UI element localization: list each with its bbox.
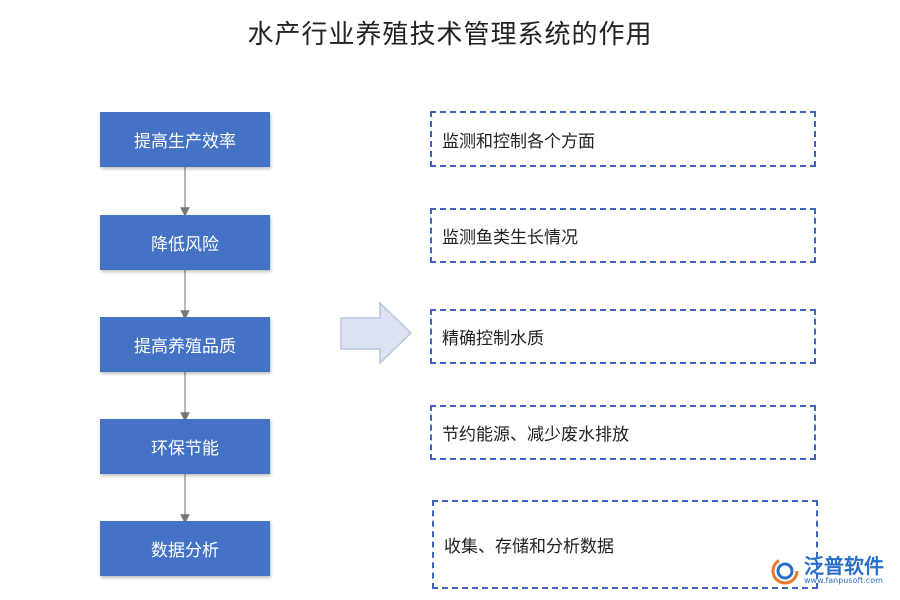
item-collect-data: 收集、存储和分析数据 bbox=[432, 500, 818, 589]
page-title: 水产行业养殖技术管理系统的作用 bbox=[247, 20, 653, 50]
item-energy-wastewater: 节约能源、减少废水排放 bbox=[430, 405, 816, 460]
logo-url: www.fanpusoft.com bbox=[804, 576, 883, 585]
box-data-analysis: 数据分析 bbox=[100, 521, 270, 576]
item-monitor-control: 监测和控制各个方面 bbox=[430, 111, 816, 167]
box-energy-saving: 环保节能 bbox=[100, 419, 270, 474]
logo-mark-icon bbox=[771, 557, 799, 585]
logo-name: 泛普软件 bbox=[804, 554, 884, 578]
box-reduce-risk: 降低风险 bbox=[100, 215, 270, 270]
brand-logo: 泛普软件 www.fanpusoft.com bbox=[770, 551, 884, 591]
box-improve-efficiency: 提高生产效率 bbox=[100, 112, 270, 167]
box-improve-quality: 提高养殖品质 bbox=[100, 317, 270, 372]
big-right-arrow bbox=[340, 301, 413, 365]
item-water-quality: 精确控制水质 bbox=[430, 309, 816, 364]
item-monitor-fish: 监测鱼类生长情况 bbox=[430, 208, 816, 263]
